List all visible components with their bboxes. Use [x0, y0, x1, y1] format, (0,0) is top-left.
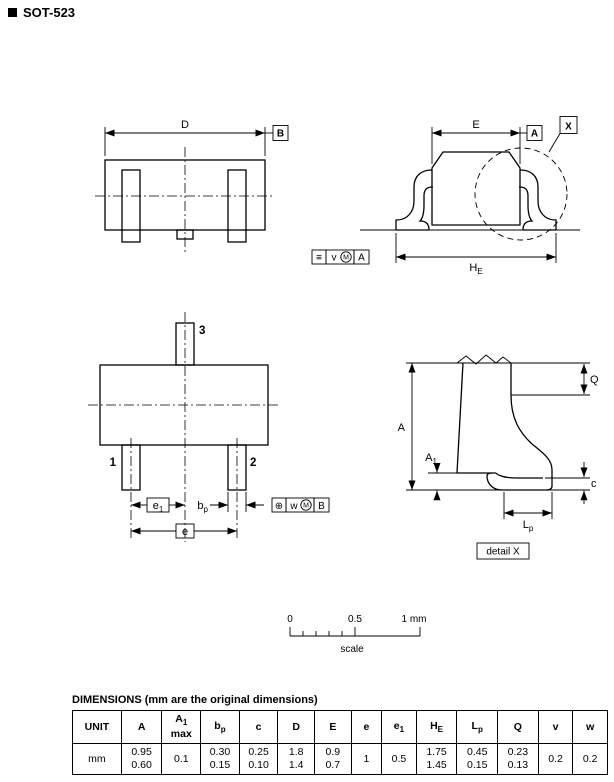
dimensions-caption: DIMENSIONS (mm are the original dimensio…	[72, 694, 318, 706]
col-v: v	[537, 709, 574, 745]
detail-x-marker: X	[559, 116, 578, 134]
col-bp: bp	[200, 709, 240, 745]
cell-unit: mm	[72, 743, 122, 776]
mmc-circle-icon	[300, 499, 312, 511]
detail-x-view: A A1 Q c Lp detail X	[398, 354, 599, 560]
dim-bp-label: b	[197, 500, 203, 512]
break-line	[456, 354, 512, 365]
cell-w: 0.2	[572, 743, 608, 776]
q-dimension: Q	[580, 364, 599, 394]
scale-tick-05: 0.5	[348, 614, 362, 625]
col-q: Q	[497, 709, 539, 745]
dim-q-label: Q	[590, 374, 599, 386]
pin3-label: 3	[199, 325, 205, 337]
d-dimension: D B	[104, 119, 289, 156]
dim-he-label: H	[469, 262, 477, 274]
svg-text:A: A	[358, 253, 365, 264]
e1-dimension: e1	[131, 497, 185, 514]
col-lp: Lp	[456, 709, 499, 745]
dim-c-label: c	[591, 478, 597, 490]
col-c: c	[238, 709, 279, 745]
detail-x-circle	[474, 147, 568, 241]
scale-tick-1: 1 mm	[402, 614, 427, 625]
position-symbol: ⊕	[275, 501, 283, 512]
front-view: D B	[95, 119, 289, 254]
svg-text:v: v	[332, 253, 337, 264]
col-he: HE	[415, 709, 458, 745]
section-header: SOT-523	[8, 5, 75, 20]
pin1-label: 1	[110, 457, 117, 469]
section-bullet-icon	[8, 8, 17, 17]
cell-a1: 0.1	[161, 743, 202, 776]
svg-text:A1: A1	[425, 452, 437, 466]
svg-text:w: w	[289, 501, 298, 512]
svg-text:M: M	[303, 503, 309, 510]
dim-d-label: D	[181, 119, 189, 131]
c-dimension: c	[580, 462, 597, 504]
cell-e: 1	[350, 743, 383, 776]
svg-text:X: X	[565, 122, 572, 133]
bp-dimension: bp	[197, 492, 264, 514]
dim-e1-label: e	[153, 500, 159, 512]
detail-x-caption: detail X	[476, 542, 530, 560]
svg-text:detail X: detail X	[486, 547, 520, 558]
lp-dimension: Lp	[503, 492, 553, 533]
cell-e1: 0.5	[381, 743, 417, 776]
a1-dimension: A1	[425, 452, 458, 501]
scale-bar: 0 0.5 1 mm scale	[287, 614, 426, 655]
e-dimension: E A	[431, 119, 543, 164]
svg-text:B: B	[318, 501, 325, 512]
top-view: 3 1 2 e1 bp e ⊕ w M	[88, 312, 330, 542]
svg-text:M: M	[343, 255, 349, 262]
svg-text:Lp: Lp	[523, 519, 534, 533]
scale-label: scale	[340, 644, 364, 655]
datum-a-label: A	[531, 129, 538, 140]
svg-text:e1: e1	[153, 500, 164, 514]
dim-lp-label: L	[523, 519, 529, 531]
col-e: e	[350, 709, 383, 745]
mmc-circle-icon	[340, 251, 352, 263]
col-d: D	[277, 709, 316, 745]
datum-b-label: B	[277, 129, 284, 140]
col-e1: e1	[381, 709, 417, 745]
tolerance-frame-w: ⊕ w M B	[271, 497, 330, 513]
col-a: A	[120, 709, 163, 745]
a-dimension: A	[398, 363, 416, 490]
pin2-label: 2	[250, 457, 256, 469]
dim-e-label: E	[472, 119, 479, 131]
col-w: w	[572, 709, 608, 745]
svg-text:bp: bp	[197, 500, 208, 514]
scale-tick-0: 0	[287, 614, 293, 625]
cell-v: 0.2	[537, 743, 574, 776]
svg-text:HE: HE	[469, 262, 482, 276]
seating-plane-symbol: ≡	[316, 253, 322, 264]
package-outline-drawing: D B E A X	[88, 116, 599, 655]
side-view: E A X HE ≡ v M A	[311, 116, 580, 276]
dim-a1-label: A	[425, 452, 433, 464]
col-unit: UNIT	[72, 709, 122, 745]
col-e-cap: E	[314, 709, 352, 745]
dim-e-pitch-label: e	[182, 526, 188, 538]
tolerance-frame-v: ≡ v M A	[311, 249, 370, 265]
he-dimension: HE	[395, 233, 557, 276]
dim-a-label: A	[398, 422, 406, 434]
pitch-e-dimension: e	[131, 523, 237, 539]
package-title: SOT-523	[23, 5, 76, 20]
